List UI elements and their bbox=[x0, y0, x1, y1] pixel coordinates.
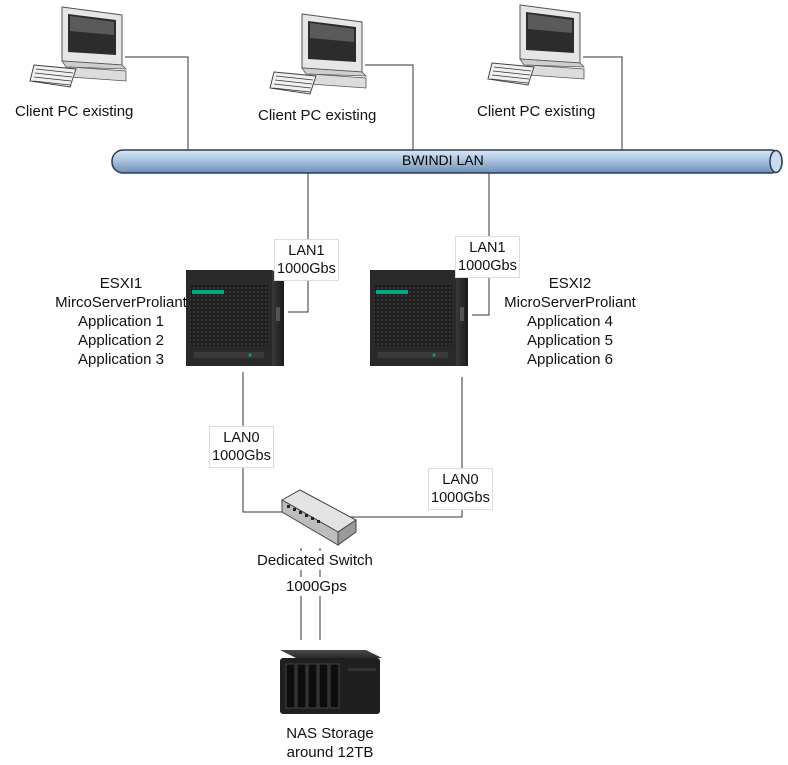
switch-speed: 1000Gps bbox=[286, 577, 347, 596]
esxi2-lan1-link bbox=[468, 172, 490, 316]
client-label-3: Client PC existing bbox=[477, 103, 596, 120]
esxi1-app-1: Application 1 bbox=[78, 313, 164, 330]
esxi1-lan1-label: LAN1 1000Gbs bbox=[274, 239, 339, 281]
switch-icon bbox=[280, 489, 357, 546]
esxi1-app-3: Application 3 bbox=[78, 351, 164, 368]
client-label-2: Client PC existing bbox=[258, 107, 377, 124]
esxi2-lan0-name: LAN0 bbox=[442, 472, 479, 488]
client-label-1: Client PC existing bbox=[15, 103, 134, 120]
lan-name: BWINDI LAN bbox=[402, 152, 484, 168]
esxi1-lan0-link bbox=[242, 372, 282, 513]
esxi2-lan1-label: LAN1 1000Gbs bbox=[455, 236, 520, 278]
client1-link bbox=[125, 56, 189, 152]
nas-icon bbox=[268, 640, 392, 716]
esxi2-description: ESXI2 MicroServerProliant Application 4 … bbox=[495, 274, 645, 369]
esxi1-lan0-name: LAN0 bbox=[223, 430, 260, 446]
esxi2-app-6: Application 6 bbox=[527, 351, 613, 368]
switch-label: Dedicated Switch bbox=[257, 551, 373, 570]
esxi1-server-icon bbox=[180, 262, 288, 370]
esxi2-lan0-label: LAN0 1000Gbs bbox=[428, 468, 493, 510]
esxi1-name: ESXI1 bbox=[99, 275, 143, 292]
esxi1-lan1-speed: 1000Gbs bbox=[277, 261, 336, 277]
nas-label: NAS Storage around 12TB bbox=[270, 724, 390, 762]
esxi1-app-2: Application 2 bbox=[78, 332, 164, 349]
client3-link bbox=[583, 56, 623, 152]
client-pc-icon bbox=[269, 13, 367, 95]
esxi1-lan0-speed: 1000Gbs bbox=[212, 448, 271, 464]
esxi2-server-icon bbox=[364, 262, 472, 370]
esxi2-lan1-name: LAN1 bbox=[469, 240, 506, 256]
connection-lines bbox=[125, 56, 623, 652]
esxi1-lan0-label: LAN0 1000Gbs bbox=[209, 426, 274, 468]
esxi2-model: MicroServerProliant bbox=[504, 294, 636, 311]
nas-label-line2: around 12TB bbox=[286, 744, 374, 761]
esxi1-model: MircoServerProliant bbox=[55, 294, 187, 311]
esxi1-lan1-link bbox=[284, 172, 309, 313]
client-pc-icon bbox=[29, 6, 127, 88]
esxi2-name: ESXI2 bbox=[548, 275, 592, 292]
client-pc-icon bbox=[487, 4, 585, 86]
esxi2-app-4: Application 4 bbox=[527, 313, 613, 330]
nas-label-line1: NAS Storage bbox=[286, 725, 374, 742]
esxi2-lan0-link bbox=[342, 377, 463, 518]
esxi1-lan1-name: LAN1 bbox=[288, 243, 325, 259]
lan-bus bbox=[111, 149, 783, 174]
esxi2-lan0-speed: 1000Gbs bbox=[431, 490, 490, 506]
esxi2-lan1-speed: 1000Gbs bbox=[458, 258, 517, 274]
esxi1-description: ESXI1 MircoServerProliant Application 1 … bbox=[46, 274, 196, 369]
esxi2-app-5: Application 5 bbox=[527, 332, 613, 349]
client2-link bbox=[365, 64, 414, 152]
